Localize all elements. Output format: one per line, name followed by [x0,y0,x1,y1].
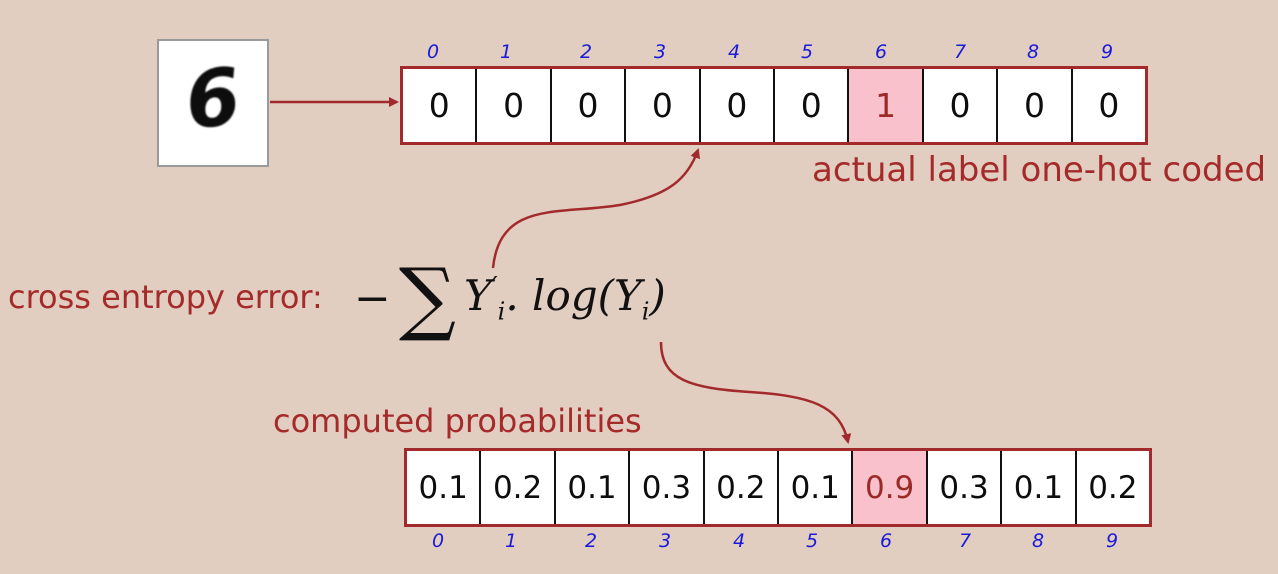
formula-log: . log(Y [505,270,642,320]
label-index: 3 [653,41,667,63]
label-cell: 0 [626,69,701,142]
prob-index: 4 [732,530,746,552]
cross-entropy-formula: − ∑ Y′i. log(Yi) [354,248,666,348]
prob-cell-highlighted: 0.9 [853,451,928,524]
label-index: 0 [426,41,440,63]
formula-prime: ′ [491,271,498,302]
label-cell: 0 [701,69,776,142]
prob-index: 5 [805,530,819,552]
label-index: 2 [579,41,593,63]
formula-sigma: ∑ [398,251,456,344]
prob-index: 1 [504,530,518,552]
formula-sub-i: i [497,297,506,326]
label-cell: 0 [775,69,850,142]
prob-index: 0 [431,530,445,552]
formula-expression: Y′i. log(Yi) [464,271,666,325]
prob-cell: 0.3 [928,451,1003,524]
prob-index: 9 [1105,530,1119,552]
label-cell: 0 [403,69,478,142]
label-index: 9 [1100,41,1114,63]
actual-label-caption: actual label one-hot coded [812,150,1267,190]
prob-cell: 0.2 [705,451,780,524]
label-index: 8 [1026,41,1040,63]
label-cell: 0 [924,69,999,142]
prob-cell: 0.1 [779,451,854,524]
prob-index: 3 [658,530,672,552]
label-cell: 0 [552,69,627,142]
prob-cell: 0.1 [407,451,482,524]
prob-index: 6 [879,530,893,552]
prob-cell: 0.1 [556,451,631,524]
computed-probabilities-caption: computed probabilities [273,402,642,440]
prob-index: 8 [1031,530,1045,552]
cross-entropy-label: cross entropy error: [8,278,323,316]
label-index: 7 [953,41,967,63]
probability-vector: 0.1 0.2 0.1 0.3 0.2 0.1 0.9 0.3 0.1 0.2 [404,448,1152,527]
digit-image: 6 [157,39,269,167]
formula-close: ) [649,270,666,320]
label-cell: 0 [998,69,1073,142]
label-index: 4 [727,41,741,63]
prob-cell: 0.2 [481,451,556,524]
prob-cell: 0.1 [1002,451,1077,524]
formula-y: Y [463,270,492,320]
label-index: 6 [874,41,888,63]
label-cell: 0 [1098,86,1120,125]
label-cell: 0 [477,69,552,142]
prob-index: 7 [958,530,972,552]
prob-cell: 0.3 [630,451,705,524]
formula-sub-i: i [641,297,650,326]
formula-minus: − [354,272,391,324]
arrow-formula-to-probabilities [659,341,852,444]
label-index: 5 [800,41,814,63]
arrow-formula-to-label [491,148,701,269]
prob-index: 2 [584,530,598,552]
one-hot-label-vector: 0 0 0 0 0 0 1 0 0 0 [400,66,1148,145]
label-index: 1 [499,41,513,63]
label-cell-highlighted: 1 [849,69,924,142]
prob-cell: 0.2 [1088,469,1138,506]
